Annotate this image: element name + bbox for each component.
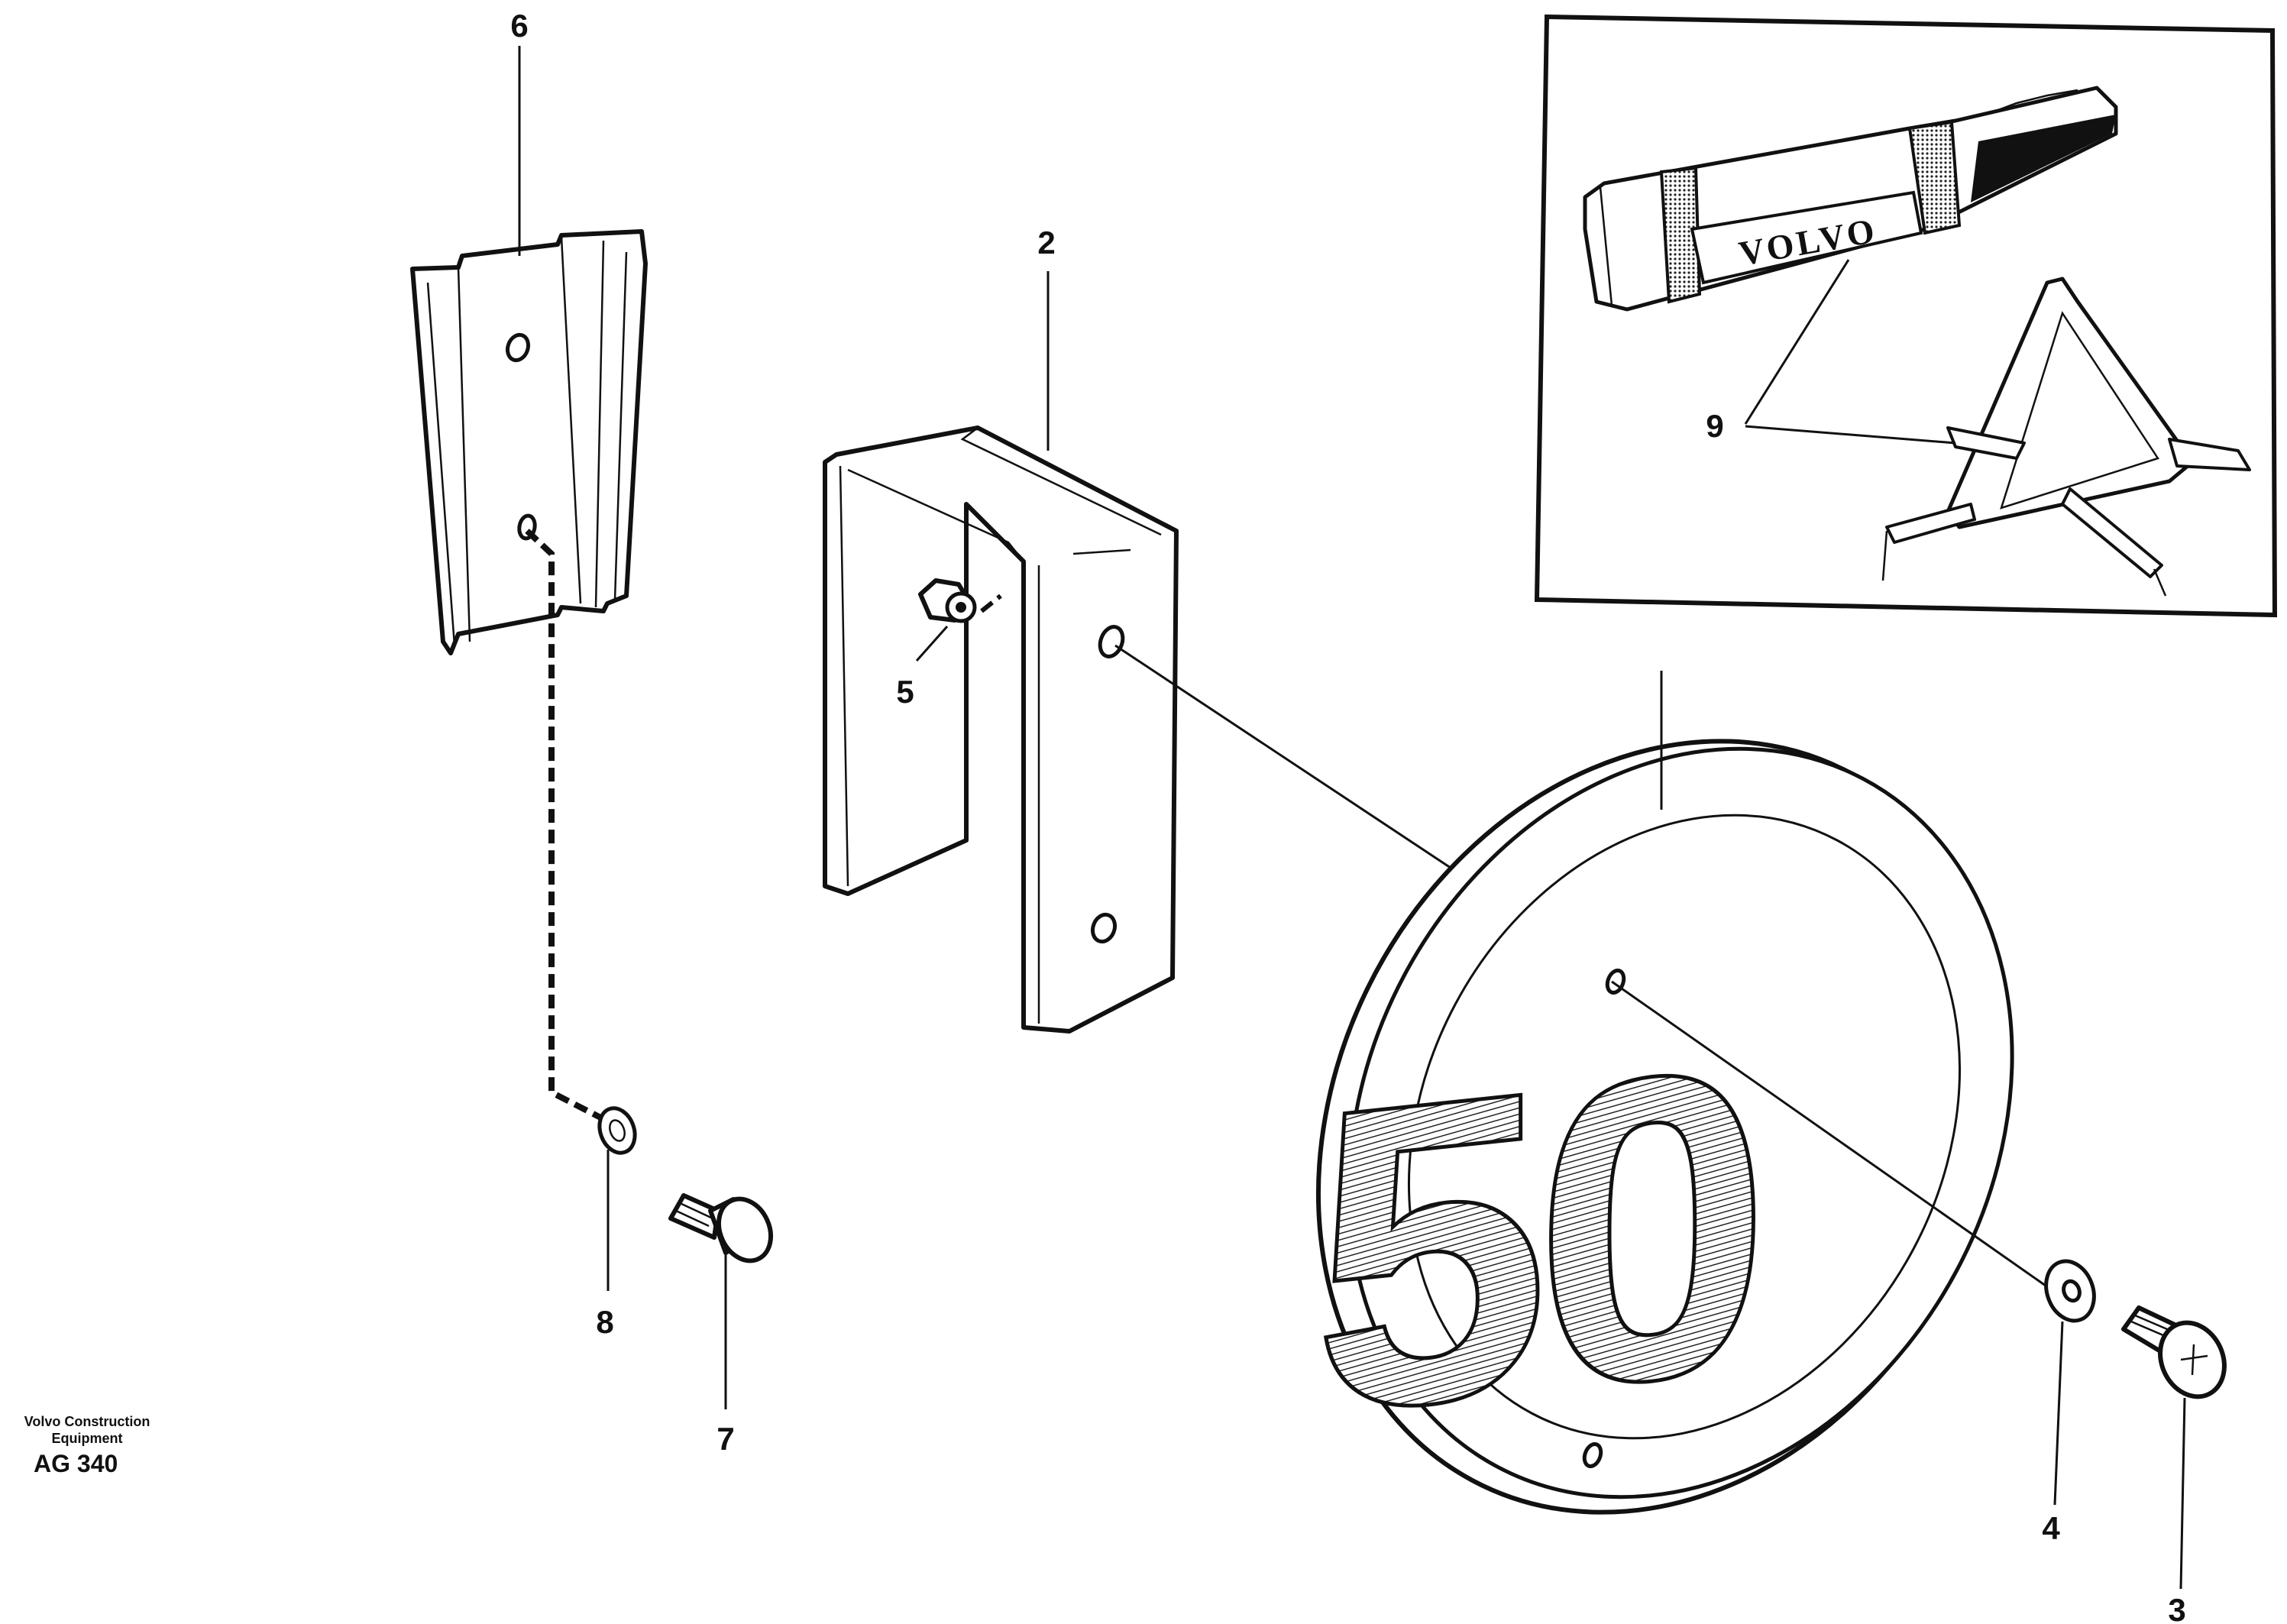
inset-box-warning-triangle-kit: VOLVO	[1534, 14, 2278, 618]
leader-9-case	[1744, 259, 1850, 425]
callout-8: 8	[596, 1304, 613, 1340]
part-8-washer	[597, 1106, 637, 1155]
callout-4: 4	[2042, 1510, 2060, 1546]
callout-2: 2	[1037, 225, 1055, 260]
part-3-screw	[2121, 1305, 2227, 1399]
callout-6: 6	[510, 8, 528, 44]
part-7-bolt	[668, 1193, 774, 1263]
company-name-line2: Equipment	[51, 1431, 123, 1446]
drawing-code: AG 340	[34, 1450, 118, 1477]
callout-9: 9	[1706, 408, 1723, 444]
speed-sign-disc: 50	[1311, 739, 2014, 1515]
speed-limit-number: 50	[1313, 977, 1756, 1504]
leader-3	[2179, 1397, 2186, 1590]
leader-5	[915, 626, 949, 662]
leader-9-triangle	[1745, 425, 1956, 445]
part-5-nut	[918, 578, 1002, 623]
company-name-line1: Volvo Construction	[24, 1414, 150, 1429]
warning-triangle	[1881, 277, 2251, 597]
assembly-line-2-to-sign	[1114, 644, 1456, 872]
assembly-line-sign-to-4	[1611, 980, 2059, 1296]
callout-7: 7	[717, 1421, 734, 1457]
callout-5: 5	[896, 674, 914, 710]
assembly-line-6-to-8	[525, 529, 605, 1122]
triangle-storage-case: VOLVO	[1583, 86, 2118, 312]
part-6-channel-bracket	[410, 229, 648, 655]
part-4-washer	[2044, 1259, 2096, 1323]
footer-publisher-block: Volvo Construction Equipment AG 340	[11, 1413, 163, 1478]
part-2-u-holder	[823, 425, 1179, 1034]
callout-3: 3	[2168, 1592, 2185, 1624]
leader-4	[2053, 1321, 2064, 1506]
